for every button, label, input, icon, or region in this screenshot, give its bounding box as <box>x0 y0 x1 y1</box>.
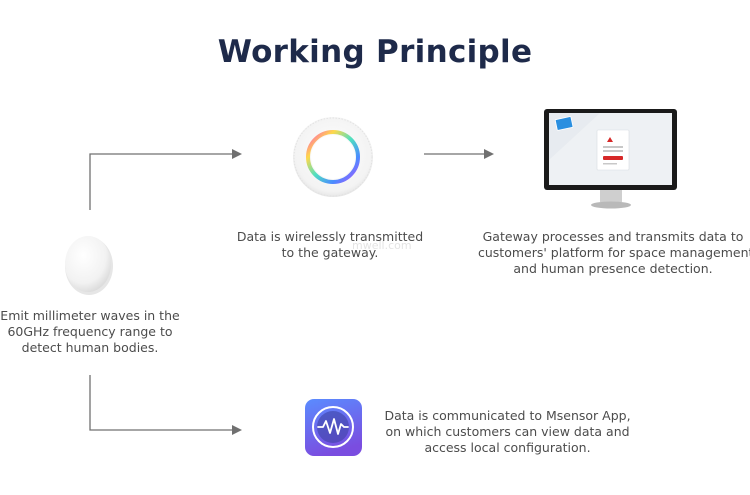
sensor-caption: Emit millimeter waves in the 60GHz frequ… <box>0 308 180 356</box>
monitor-caption-line: customers' platform for space management <box>478 245 750 260</box>
sensor-caption-line: Emit millimeter waves in the <box>0 308 180 323</box>
connector-bottom <box>89 375 232 431</box>
monitor-caption: Gateway processes and transmits data to … <box>478 229 750 277</box>
gateway-caption-line: Data is wirelessly transmitted <box>236 229 424 244</box>
sensor-caption-line: 60GHz frequency range to <box>7 324 173 339</box>
monitor-caption-line: Gateway processes and transmits data to <box>482 229 744 244</box>
msensor-app-icon <box>305 399 362 456</box>
arrow-head-to-gateway <box>232 149 242 159</box>
watermark-text: mwell.com <box>352 239 412 252</box>
app-caption-line: access local configuration. <box>424 440 591 455</box>
app-caption-line: on which customers can view data and <box>385 424 630 439</box>
gateway-caption: Data is wirelessly transmitted to the ga… <box>225 229 435 261</box>
app-caption: Data is communicated to Msensor App, on … <box>380 408 635 456</box>
round-sensor-icon <box>65 236 113 295</box>
monitor-icon <box>544 109 677 209</box>
arrow-head-to-app <box>232 425 242 435</box>
arrow-head-to-monitor <box>484 149 494 159</box>
sensor-caption-line: detect human bodies. <box>21 340 159 355</box>
page-title: Working Principle <box>217 34 533 70</box>
connector-top <box>89 153 232 210</box>
gateway-ring-icon <box>293 117 373 197</box>
monitor-caption-line: and human presence detection. <box>513 261 713 276</box>
app-caption-line: Data is communicated to Msensor App, <box>384 408 631 423</box>
gateway-caption-line: to the gateway. <box>281 245 379 260</box>
